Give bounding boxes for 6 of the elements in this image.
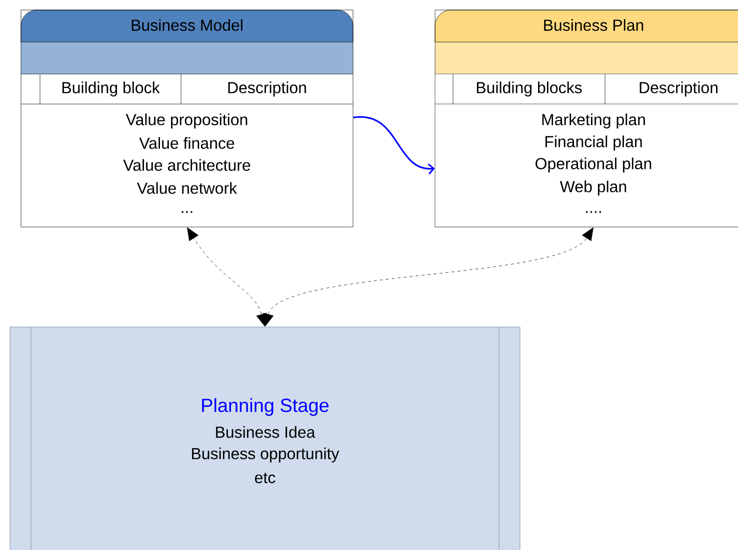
arrow [263, 227, 594, 326]
arrow [187, 227, 267, 326]
stage-box: Planning Stage Business Idea Business opportunity etc [10, 326, 520, 550]
table-box: Business Plan Building blocks Description Marketing plan Financial plan Operational plan Web plan .... [434, 10, 738, 228]
arrow [353, 116, 435, 175]
table-box: Business Model Building block Description Value proposition Value finance Value architecture Value network ... [20, 10, 354, 228]
